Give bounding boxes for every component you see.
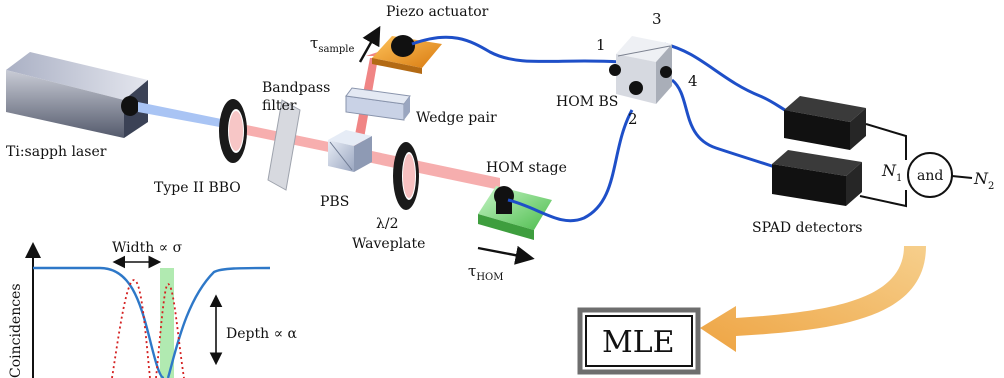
wedge-pair	[345, 87, 411, 121]
bandpass-filter	[267, 99, 301, 191]
type-ii-bbo	[219, 99, 247, 163]
bandpass-label-line1: Bandpass	[262, 80, 330, 96]
tau-hom-arrow	[477, 245, 535, 265]
pbs-label: PBS	[320, 194, 349, 210]
spad-detector-top	[784, 96, 866, 150]
interference-curve	[111, 279, 185, 378]
hom-dip-right	[166, 266, 271, 378]
coincidences-axis-label: Coincidences	[8, 283, 24, 378]
piezo-actuator	[372, 35, 442, 74]
hom-dip-inset	[25, 242, 271, 378]
half-waveplate	[393, 142, 419, 210]
hom-bs-label: HOM BS	[556, 94, 618, 110]
laser-aperture	[121, 96, 139, 116]
fiber-stage-to-bs	[507, 109, 634, 223]
spad-label: SPAD detectors	[752, 220, 862, 236]
optical-fibers	[411, 35, 813, 223]
bs-port-2-label: 2	[628, 110, 638, 128]
bs-port-1-connector	[609, 64, 621, 76]
coincidence-logic	[859, 123, 973, 208]
tau-sample-arrow	[358, 25, 381, 63]
and-gate-label: and	[917, 168, 943, 184]
mle-label: MLE	[602, 325, 675, 360]
tau-sample-label: τsample	[310, 34, 354, 55]
n1-label: N1	[881, 161, 902, 184]
wedge-label: Wedge pair	[416, 110, 497, 126]
spad-detector-bottom	[772, 150, 862, 206]
hom-stage-label: HOM stage	[486, 160, 567, 176]
ti-sapph-laser	[6, 52, 148, 138]
bs-port-1-label: 1	[596, 36, 606, 54]
tau-hom-label: τHOM	[468, 262, 503, 283]
dip-highlight	[160, 268, 174, 378]
bs-port-2-connector	[629, 81, 643, 95]
fiber-sample-to-bs	[411, 35, 621, 64]
width-label: Width ∝ σ	[112, 240, 183, 256]
waveplate-label-line1: λ/2	[376, 216, 399, 232]
bs-port-4-label: 4	[688, 72, 698, 90]
bs-port-4-connector	[660, 66, 672, 78]
hom-beam-splitter	[609, 36, 672, 104]
depth-label: Depth ∝ α	[226, 326, 297, 342]
mle-arrow	[700, 246, 926, 352]
pbs-cube	[328, 130, 372, 172]
waveplate-label-line2: Waveplate	[352, 236, 425, 252]
bandpass-label-line2: filter	[262, 98, 297, 114]
bs-port-3-label: 3	[652, 10, 662, 28]
hom-dip-left	[33, 266, 165, 378]
piezo-label: Piezo actuator	[386, 4, 489, 20]
bbo-label: Type II BBO	[154, 180, 241, 196]
mle-box	[577, 307, 701, 375]
n2-label: N2	[973, 169, 994, 192]
fiber-port4	[670, 78, 791, 174]
pump-beam	[138, 102, 236, 130]
laser-label: Ti:sapph laser	[6, 144, 107, 160]
